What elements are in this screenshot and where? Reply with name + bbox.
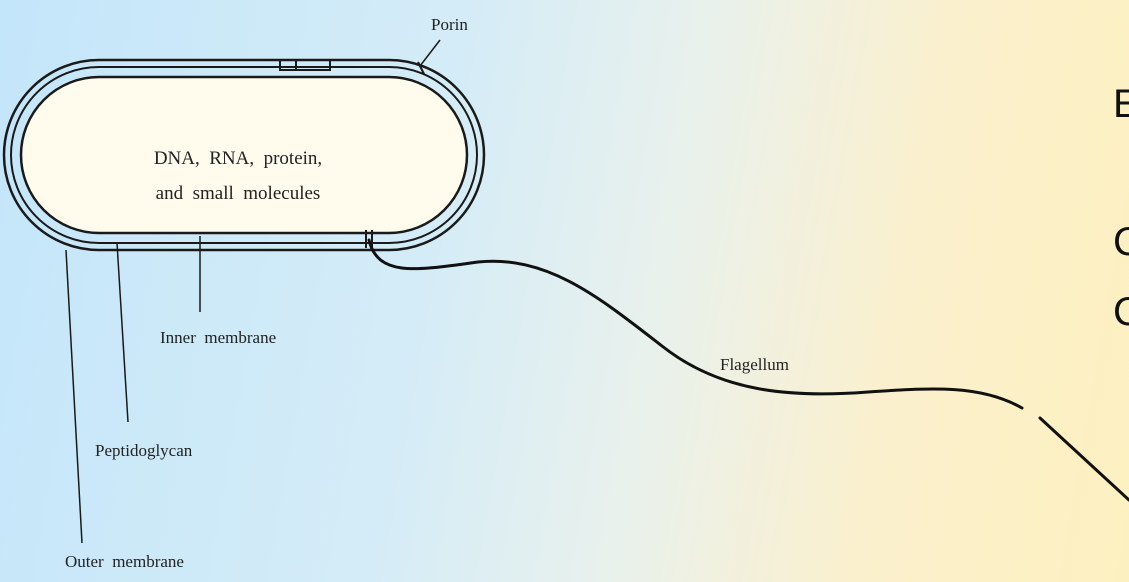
membrane-channel [280,60,330,70]
peptidoglycan-leader-line [117,243,128,422]
side-text-line2: C [1113,220,1129,265]
side-text-line1: E [1113,82,1129,127]
peptidoglycan-label: Peptidoglycan [95,441,193,460]
porin-label: Porin [431,15,468,34]
inner-membrane-label: Inner membrane [160,328,276,347]
side-text-line3: C [1113,290,1129,335]
cell-contents-line2: and small molecules [156,183,321,204]
outer-membrane-leader-line [66,250,82,543]
outer-membrane-label: Outer membrane [65,552,184,571]
flagellum-label: Flagellum [720,355,789,374]
flagellum [369,240,1022,408]
flagellum-tail [1040,418,1129,500]
cell-contents-line1: DNA, RNA, protein, [154,148,322,169]
porin-leader-line [420,40,440,66]
